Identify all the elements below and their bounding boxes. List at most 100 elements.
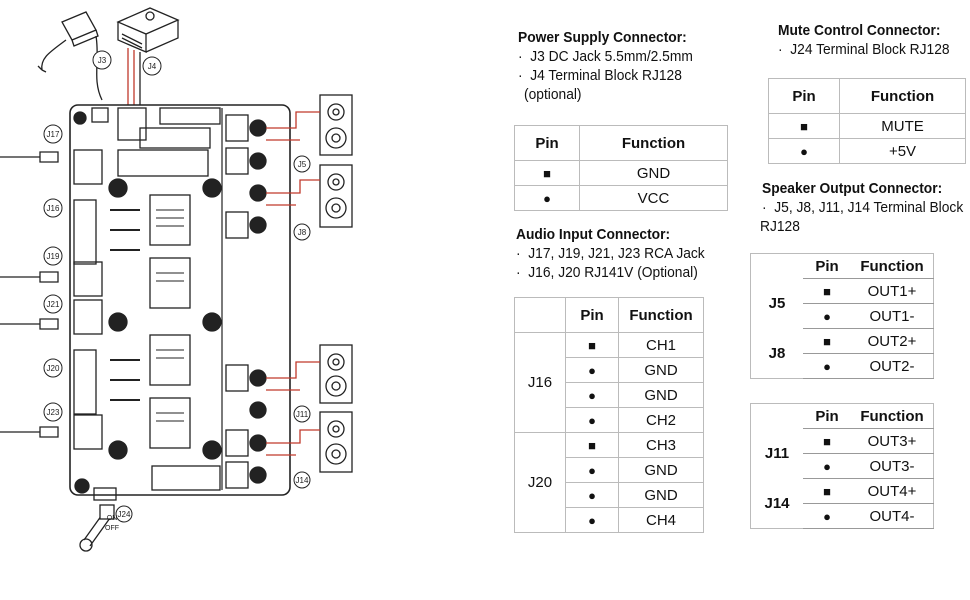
pin-symbol: ■ [803,478,851,504]
pin-symbol: ● [803,303,851,329]
pin-symbol: ● [565,407,619,433]
col-header: Function [839,78,966,114]
switch-icon [79,504,115,552]
col-header: Function [851,253,934,279]
power-adapter-icon [37,11,103,101]
pin-symbol: ● [514,185,580,211]
audio-heading: Audio Input Connector: [516,226,671,243]
power-brick-icon [116,7,180,53]
pin-symbol: ■ [803,328,851,354]
speaker-pin-table-1: Pin Function J5 ■ OUT1+ ● OUT1- J8 ■ OUT… [750,253,934,379]
speaker-icon [319,94,353,156]
pin-symbol: ● [803,453,851,479]
callout-label: J21 [47,300,60,309]
callout-label: J23 [47,408,60,417]
callout-label: J8 [298,228,307,237]
power-line: J3 DC Jack 5.5mm/2.5mm [530,48,693,65]
speaker-line: RJ128 [760,218,800,235]
audio-pin-table: Pin Function J16 ■ CH1 ● GND ● GND ● CH2… [514,297,704,533]
pin-symbol: ■ [565,432,619,458]
pin-function: GND [618,357,704,383]
pin-function: GND [579,160,728,186]
mute-pin-table: Pin Function ■MUTE ●+5V [768,78,966,164]
col-header: Pin [803,403,851,429]
pin-function: MUTE [839,113,966,139]
speaker-icon [319,344,353,404]
pin-symbol: ● [768,138,840,164]
callout-label: J3 [98,56,107,65]
pin-function: OUT4- [851,503,934,529]
power-pin-table: Pin Function ■GND ●VCC [514,125,728,211]
group-name: J5 [768,295,786,312]
pin-function: CH4 [618,507,704,533]
callout-label: J20 [47,364,60,373]
pin-function: OUT1+ [851,278,934,304]
pin-function: OUT2- [851,353,934,379]
pin-symbol: ■ [803,278,851,304]
rca-cable-icon [0,151,59,438]
col-header: Function [618,297,704,333]
col-header: Pin [803,253,851,279]
pin-function: OUT4+ [851,478,934,504]
pin-function: GND [618,382,704,408]
pin-symbol: ● [565,382,619,408]
group-name: J11 [764,445,790,462]
pin-symbol: ■ [565,332,619,358]
pin-function: GND [618,457,704,483]
pin-function: VCC [579,185,728,211]
col-header: Pin [514,125,580,161]
pin-function: CH3 [618,432,704,458]
callout-label: J17 [47,130,60,139]
callout-label: J5 [298,160,307,169]
power-heading: Power Supply Connector: [518,29,687,46]
group-name: J20 [514,432,566,533]
pin-function: GND [618,482,704,508]
audio-section: Audio Input Connector: · J17, J19, J21, … [516,226,705,281]
pin-function: OUT3+ [851,428,934,454]
col-header: Function [579,125,728,161]
mute-line: J24 Terminal Block RJ128 [790,41,950,58]
group-name: J14 [764,494,790,512]
pin-symbol: ● [803,353,851,379]
mute-section: Mute Control Connector: · J24 Terminal B… [778,22,950,58]
pin-symbol: ● [565,457,619,483]
callout-label: J24 [118,510,131,519]
speaker-icon [319,411,353,473]
pin-function: +5V [839,138,966,164]
speaker-heading: Speaker Output Connector: [762,180,943,197]
speaker-section: Speaker Output Connector: · J5, J8, J11,… [760,180,964,235]
col-header: Pin [565,297,619,333]
pin-function: OUT3- [851,453,934,479]
group-name: J16 [514,332,566,433]
pin-symbol: ● [803,503,851,529]
audio-line: J16, J20 RJ141V (Optional) [528,264,698,281]
callout-label: J16 [47,204,60,213]
audio-line: J17, J19, J21, J23 RCA Jack [528,245,705,262]
power-line: (optional) [524,86,582,103]
pin-symbol: ■ [514,160,580,186]
power-section: Power Supply Connector: · J3 DC Jack 5.5… [518,29,693,103]
board-diagram: J3 J4 J17 J16 J19 J21 J20 J23 J5 J8 J11 … [0,7,353,552]
speaker-pin-table-2: Pin Function J11 ■ OUT3+ ● OUT3- J14 ■ O… [750,403,934,529]
switch-off-label: OFF [105,525,119,532]
speaker-icon [319,164,353,228]
col-header: Function [851,403,934,429]
speaker-line: J5, J8, J11, J14 Terminal Block [774,199,964,216]
mute-heading: Mute Control Connector: [778,22,941,39]
group-name: J8 [768,344,786,362]
pin-function: OUT2+ [851,328,934,354]
callout-label: J14 [296,476,309,485]
pin-function: CH1 [618,332,704,358]
pin-symbol: ■ [768,113,840,139]
callout-label: J4 [148,62,157,71]
pin-function: CH2 [618,407,704,433]
pin-function: OUT1- [851,303,934,329]
pin-symbol: ● [565,507,619,533]
pin-symbol: ● [565,357,619,383]
switch-on-label: ON [107,515,118,522]
callout-label: J11 [296,410,309,419]
power-line: J4 Terminal Block RJ128 [530,67,682,84]
pin-symbol: ■ [803,428,851,454]
callout-label: J19 [47,252,60,261]
pin-symbol: ● [565,482,619,508]
